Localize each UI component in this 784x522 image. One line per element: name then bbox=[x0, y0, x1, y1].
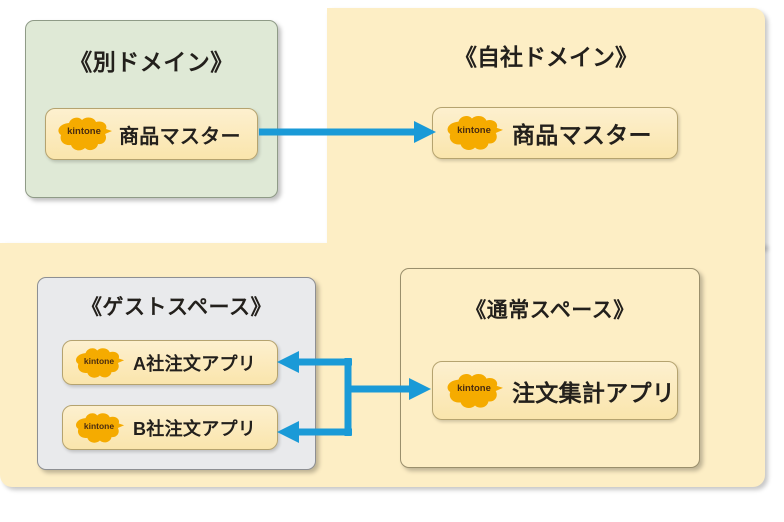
app-chip-label: A社注文アプリ bbox=[133, 353, 257, 374]
kintone-logo-icon: kintone bbox=[73, 345, 125, 381]
app-chip-label: 商品マスター bbox=[512, 122, 652, 148]
own-domain-title: 《自社ドメイン》 bbox=[454, 44, 638, 70]
kintone-logo-icon: kintone bbox=[444, 112, 504, 154]
normal-space-title: 《通常スペース》 bbox=[465, 299, 635, 322]
app-chip-order-app-b[interactable]: kintone B社注文アプリ bbox=[62, 405, 278, 450]
kintone-logo-icon: kintone bbox=[444, 370, 504, 412]
app-chip-label: 注文集計アプリ bbox=[512, 379, 676, 406]
kintone-logo-icon: kintone bbox=[73, 410, 125, 446]
own-domain-backdrop-seam bbox=[327, 238, 765, 254]
app-chip-master-other-domain[interactable]: kintone 商品マスター bbox=[45, 108, 258, 160]
other-domain-title: 《別ドメイン》 bbox=[69, 49, 234, 75]
app-chip-master-own-domain[interactable]: kintone 商品マスター bbox=[432, 107, 678, 159]
app-chip-order-aggregate[interactable]: kintone 注文集計アプリ bbox=[432, 361, 678, 420]
guest-space-title: 《ゲストスペース》 bbox=[81, 296, 272, 319]
app-chip-label: B社注文アプリ bbox=[133, 418, 257, 439]
kintone-logo-icon: kintone bbox=[55, 114, 113, 154]
app-chip-order-app-a[interactable]: kintone A社注文アプリ bbox=[62, 340, 278, 385]
app-chip-label: 商品マスター bbox=[119, 125, 241, 148]
